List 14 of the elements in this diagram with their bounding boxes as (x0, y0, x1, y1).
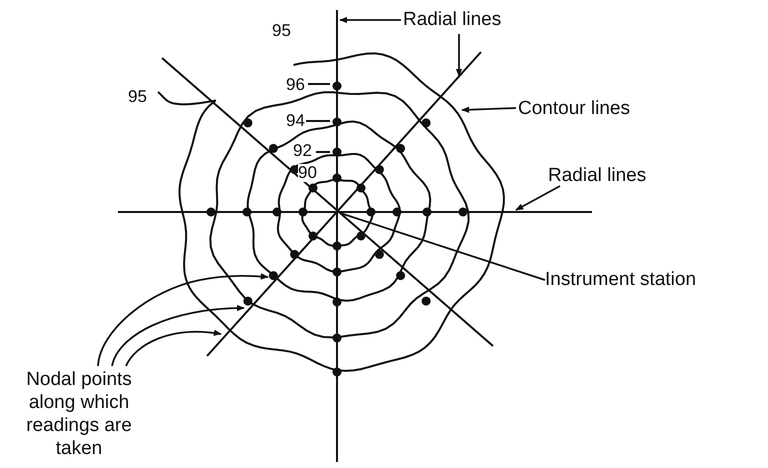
callout-text: Radial lines (548, 164, 646, 187)
leader-line (456, 34, 462, 77)
leader-line (340, 212, 546, 281)
leader-line (515, 185, 560, 211)
callout-text: Radial lines (403, 8, 502, 31)
leader-line (111, 305, 245, 366)
leader-line (125, 330, 222, 366)
leader-line (339, 16, 401, 24)
callout-text: Nodal points along which readings are taken (25, 368, 133, 460)
leader-line (461, 106, 516, 113)
contour-value: 90 (298, 164, 317, 182)
callout-text: Contour lines (518, 97, 630, 120)
callout-text: Instrument station (545, 268, 696, 291)
leader-line (97, 273, 269, 366)
